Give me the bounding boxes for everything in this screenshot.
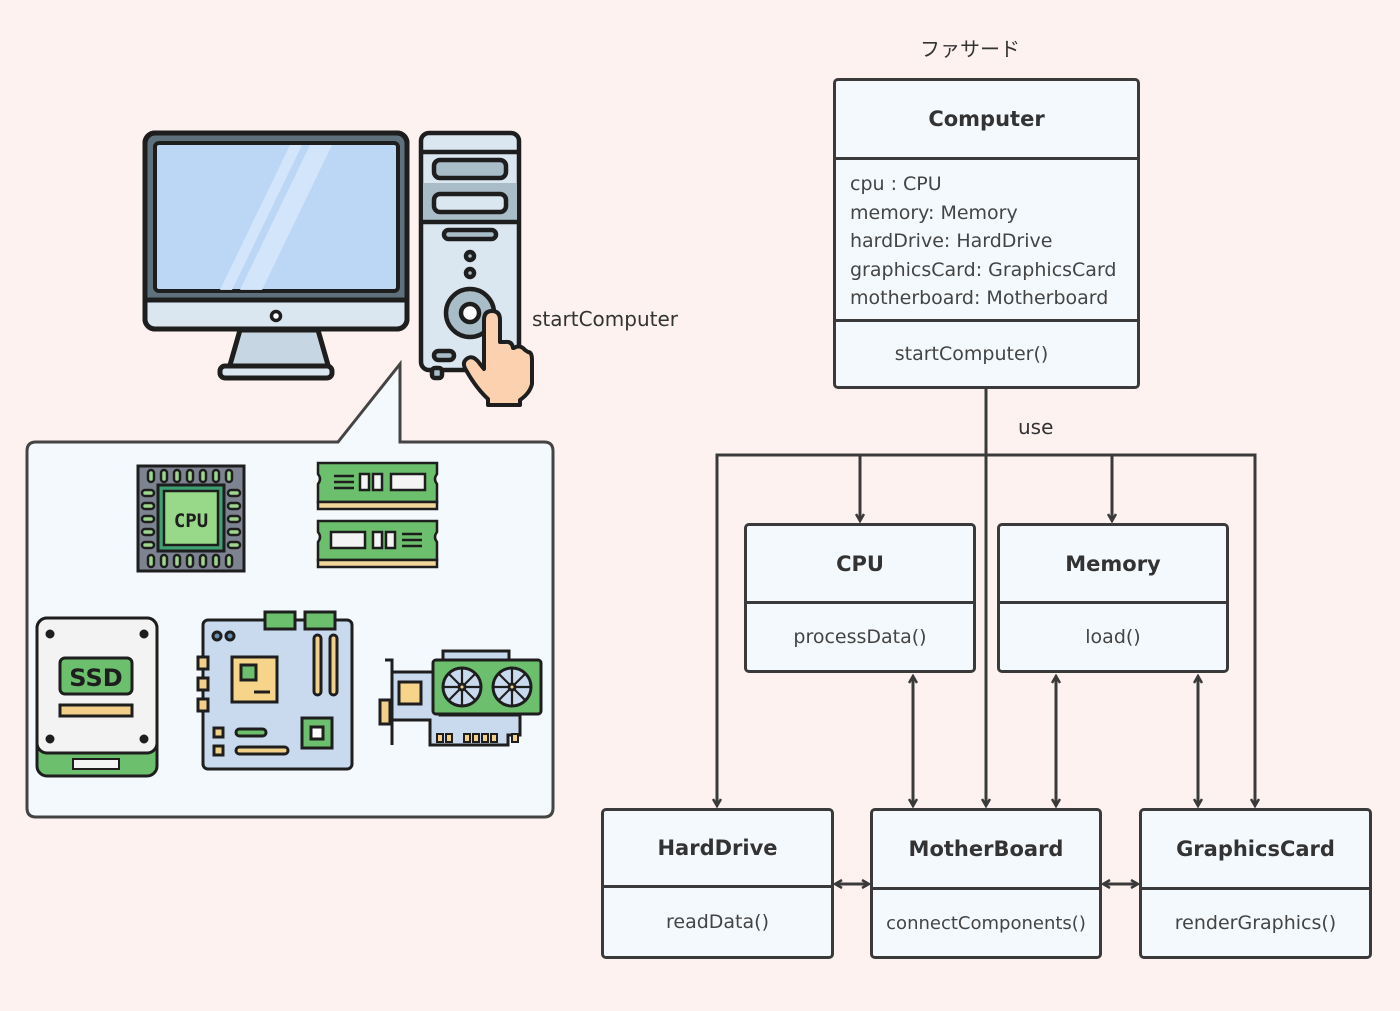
class-harddrive-method: readData() bbox=[666, 911, 769, 933]
class-computer-name: Computer bbox=[836, 81, 1137, 160]
class-computer-attributes: cpu : CPU memory: Memory hardDrive: Hard… bbox=[836, 160, 1137, 322]
facade-label: ファサード bbox=[920, 37, 1020, 61]
class-motherboard[interactable]: MotherBoard connectComponents() bbox=[870, 808, 1102, 959]
class-cpu-method: processData() bbox=[793, 626, 927, 648]
attribute: motherboard: Motherboard bbox=[850, 287, 1109, 309]
class-graphicscard[interactable]: GraphicsCard renderGraphics() bbox=[1139, 808, 1372, 959]
class-cpu[interactable]: CPU processData() bbox=[744, 523, 976, 673]
class-cpu-name: CPU bbox=[747, 526, 973, 604]
class-motherboard-name: MotherBoard bbox=[873, 811, 1099, 890]
class-motherboard-method: connectComponents() bbox=[886, 912, 1086, 934]
class-graphicscard-name: GraphicsCard bbox=[1142, 811, 1369, 890]
attribute: hardDrive: HardDrive bbox=[850, 230, 1053, 252]
attribute: graphicsCard: GraphicsCard bbox=[850, 258, 1117, 281]
class-harddrive[interactable]: HardDrive readData() bbox=[601, 808, 834, 959]
class-computer[interactable]: Computer cpu : CPU memory: Memory hardDr… bbox=[833, 78, 1140, 389]
class-computer-method: startComputer() bbox=[894, 343, 1049, 365]
class-memory-method: load() bbox=[1085, 626, 1141, 648]
class-memory[interactable]: Memory load() bbox=[997, 523, 1229, 673]
start-computer-label: startComputer bbox=[532, 307, 679, 331]
attribute: memory: Memory bbox=[850, 201, 1018, 224]
use-label: use bbox=[1018, 415, 1054, 439]
class-graphicscard-method: renderGraphics() bbox=[1174, 912, 1337, 934]
attribute: cpu : CPU bbox=[850, 173, 942, 195]
class-memory-name: Memory bbox=[1000, 526, 1226, 604]
class-harddrive-name: HardDrive bbox=[604, 811, 831, 888]
